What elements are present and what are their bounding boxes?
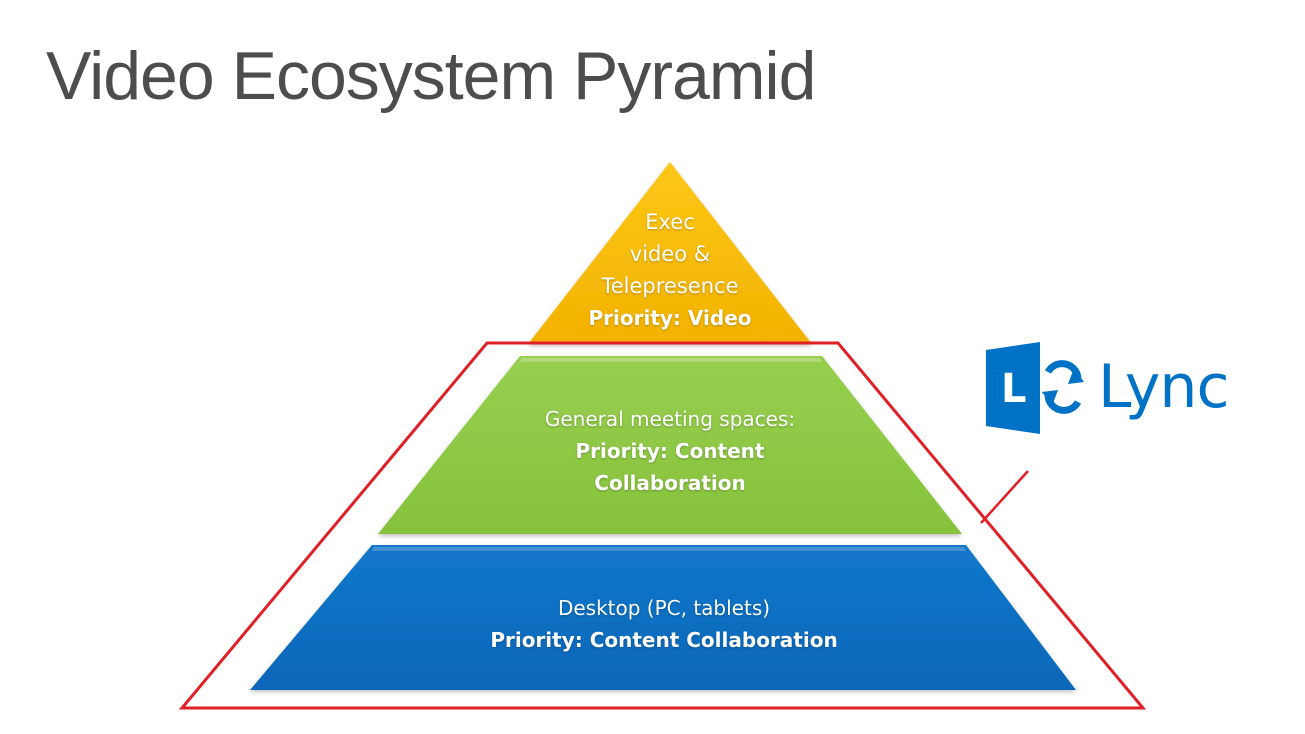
pyramid-tier-top — [528, 162, 812, 344]
pyramid-tier-middle — [378, 356, 962, 534]
tier-top-line-1: Exec — [645, 210, 695, 234]
lync-wordmark: Lync — [1098, 352, 1229, 422]
slide-title: Video Ecosystem Pyramid — [46, 38, 816, 114]
tier-bottom-text: Desktop (PC, tablets) Priority: Content … — [400, 592, 928, 656]
tier-middle-line-1: General meeting spaces: — [544, 407, 796, 431]
tier-middle-priority-2: Collaboration — [594, 471, 746, 495]
tier-middle-priority-1: Priority: Content — [575, 439, 765, 463]
tier-middle-text: General meeting spaces: Priority: Conten… — [480, 403, 860, 499]
tier-top-text: Exec video & Telepresence Priority: Vide… — [560, 206, 780, 334]
pyramid-tier-bottom — [250, 545, 1076, 690]
highlight-outline — [178, 341, 1147, 710]
lync-logo-icon: L — [986, 342, 1084, 434]
tier-top-line-2: video & — [629, 242, 711, 266]
tier-bottom-priority: Priority: Content Collaboration — [490, 628, 838, 652]
tier-top-line-3: Telepresence — [601, 274, 739, 298]
tier-top-priority: Priority: Video — [588, 306, 752, 330]
highlight-connector — [980, 470, 1029, 524]
tier-bottom-line-1: Desktop (PC, tablets) — [557, 596, 771, 620]
svg-text:L: L — [1001, 366, 1027, 412]
